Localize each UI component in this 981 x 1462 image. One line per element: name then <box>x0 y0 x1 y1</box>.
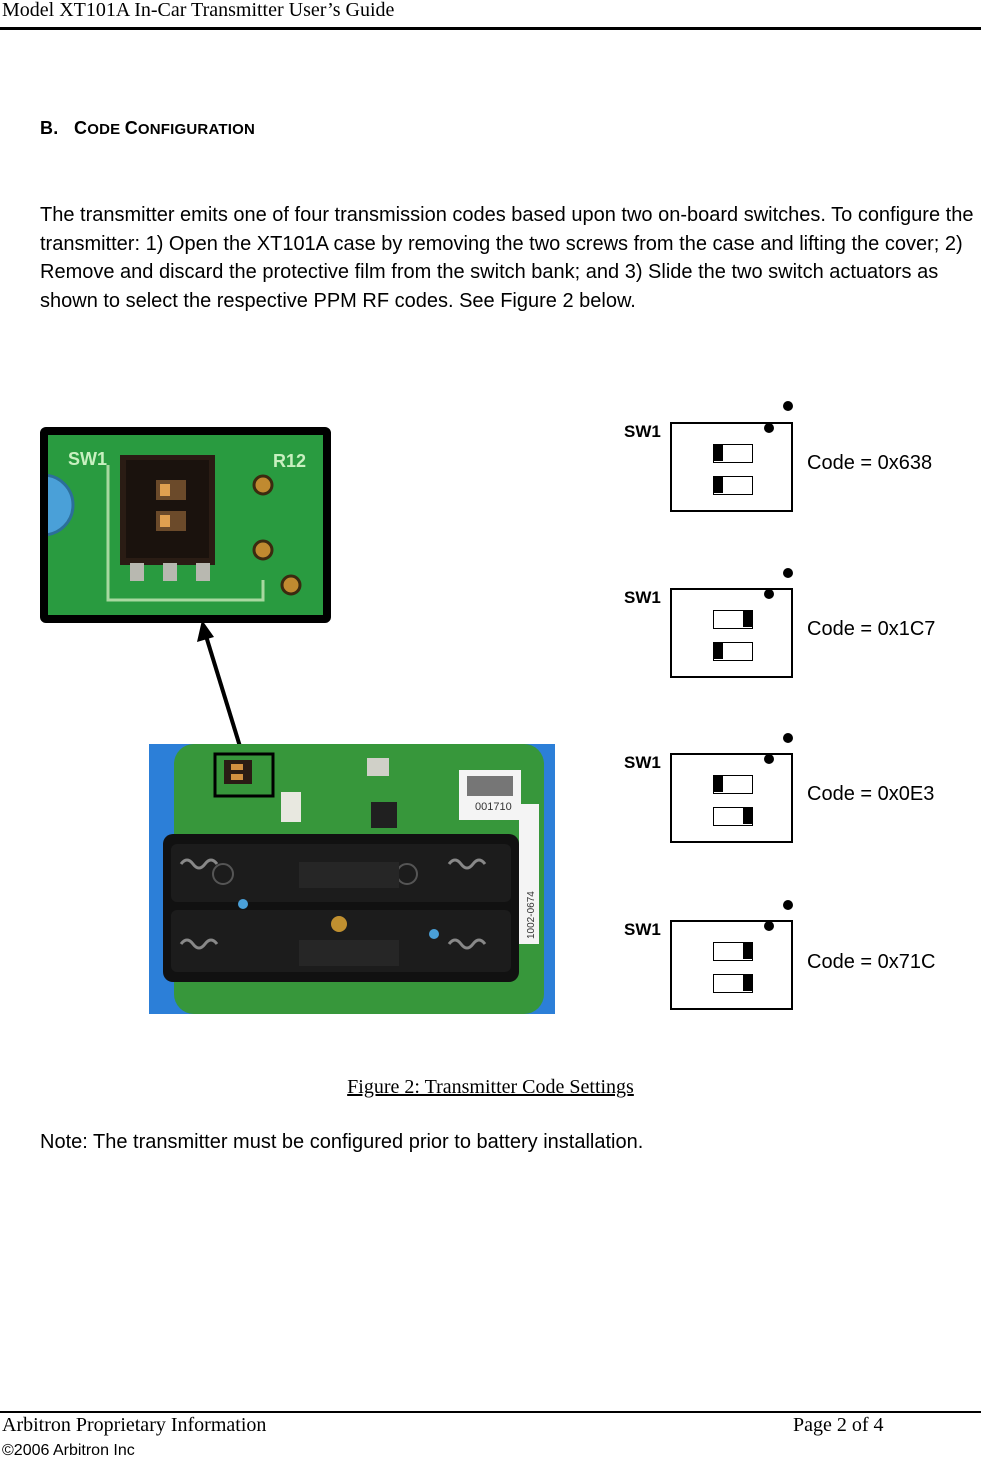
toggle-1-knob <box>743 611 752 627</box>
board-label-sticker: 001710 <box>475 801 512 813</box>
switch-label: SW1 <box>624 753 661 772</box>
switch-setting-1: SW1 Code = 0x638 <box>620 398 981 523</box>
toggle-1-knob <box>743 943 752 959</box>
board-illustration: 001710 1002-0674 <box>149 744 555 1014</box>
footer-proprietary: Arbitron Proprietary Information <box>2 1414 267 1436</box>
board-label-side: 1002-0674 <box>526 891 537 939</box>
switch-setting-2: SW1 Code = 0x1C7 <box>620 565 981 690</box>
switch-closeup-illustration: SW1 R12 <box>48 435 323 615</box>
switch-label: SW1 <box>624 588 661 607</box>
section-title-c2: C <box>124 118 138 138</box>
section-letter: B. <box>40 118 59 138</box>
pin1-indicator-dot <box>783 401 793 411</box>
pin1-indicator-dot <box>783 733 793 743</box>
switch-closeup-photo: SW1 R12 <box>40 427 331 623</box>
code-label: Code = 0x71C <box>807 951 936 973</box>
switch-setting-4: SW1 Code = 0x71C <box>620 897 981 1022</box>
body-paragraph: The transmitter emits one of four transm… <box>40 204 974 312</box>
pin1-dot <box>764 921 774 931</box>
footer-copyright: ©2006 Arbitron Inc <box>2 1442 135 1459</box>
pin1-indicator-dot <box>783 568 793 578</box>
section-heading: B. CODE CONFIGURATION <box>40 118 255 139</box>
toggle-1 <box>713 775 753 794</box>
switch-body <box>670 753 793 843</box>
section-title-onfiguration: ONFIGURATION <box>137 121 256 138</box>
toggle-2-knob <box>743 975 752 991</box>
footer-rule <box>0 1411 981 1413</box>
code-label: Code = 0x0E3 <box>807 783 935 805</box>
toggle-2 <box>713 807 753 826</box>
toggle-1-knob <box>714 776 723 792</box>
code-label: Code = 0x1C7 <box>807 618 936 640</box>
pin1-dot <box>764 754 774 764</box>
switch-label: SW1 <box>624 920 661 939</box>
toggle-2-knob <box>714 643 723 659</box>
header-rule <box>0 27 981 30</box>
toggle-1-knob <box>714 445 723 461</box>
pin1-dot <box>764 423 774 433</box>
toggle-2 <box>713 642 753 661</box>
toggle-1 <box>713 942 753 961</box>
switch-body <box>670 422 793 512</box>
toggle-2-knob <box>743 808 752 824</box>
code-label: Code = 0x638 <box>807 452 933 474</box>
toggle-1 <box>713 444 753 463</box>
switch-label: SW1 <box>624 422 661 441</box>
closeup-silkscreen-r12: R12 <box>273 451 306 471</box>
closeup-silkscreen-sw1: SW1 <box>68 449 107 469</box>
toggle-2-knob <box>714 477 723 493</box>
note-text: Note: The transmitter must be configured… <box>40 1131 644 1153</box>
figure-caption-text: Figure 2: Transmitter Code Settings <box>347 1076 634 1098</box>
transmitter-board-photo: 001710 1002-0674 <box>149 744 555 1014</box>
switch-body <box>670 920 793 1010</box>
header-title: Model XT101A In-Car Transmitter User’s G… <box>2 0 395 21</box>
switch-setting-3: SW1 Code = 0x0E3 <box>620 730 981 855</box>
section-title-c: C <box>74 118 88 138</box>
section-title-ode: ODE <box>87 121 125 138</box>
toggle-2 <box>713 974 753 993</box>
toggle-2 <box>713 476 753 495</box>
toggle-1 <box>713 610 753 629</box>
footer-page-number: Page 2 of 4 <box>793 1414 884 1436</box>
pin1-dot <box>764 589 774 599</box>
figure-caption: Figure 2: Transmitter Code Settings <box>0 1076 981 1099</box>
pin1-indicator-dot <box>783 900 793 910</box>
switch-body <box>670 588 793 678</box>
